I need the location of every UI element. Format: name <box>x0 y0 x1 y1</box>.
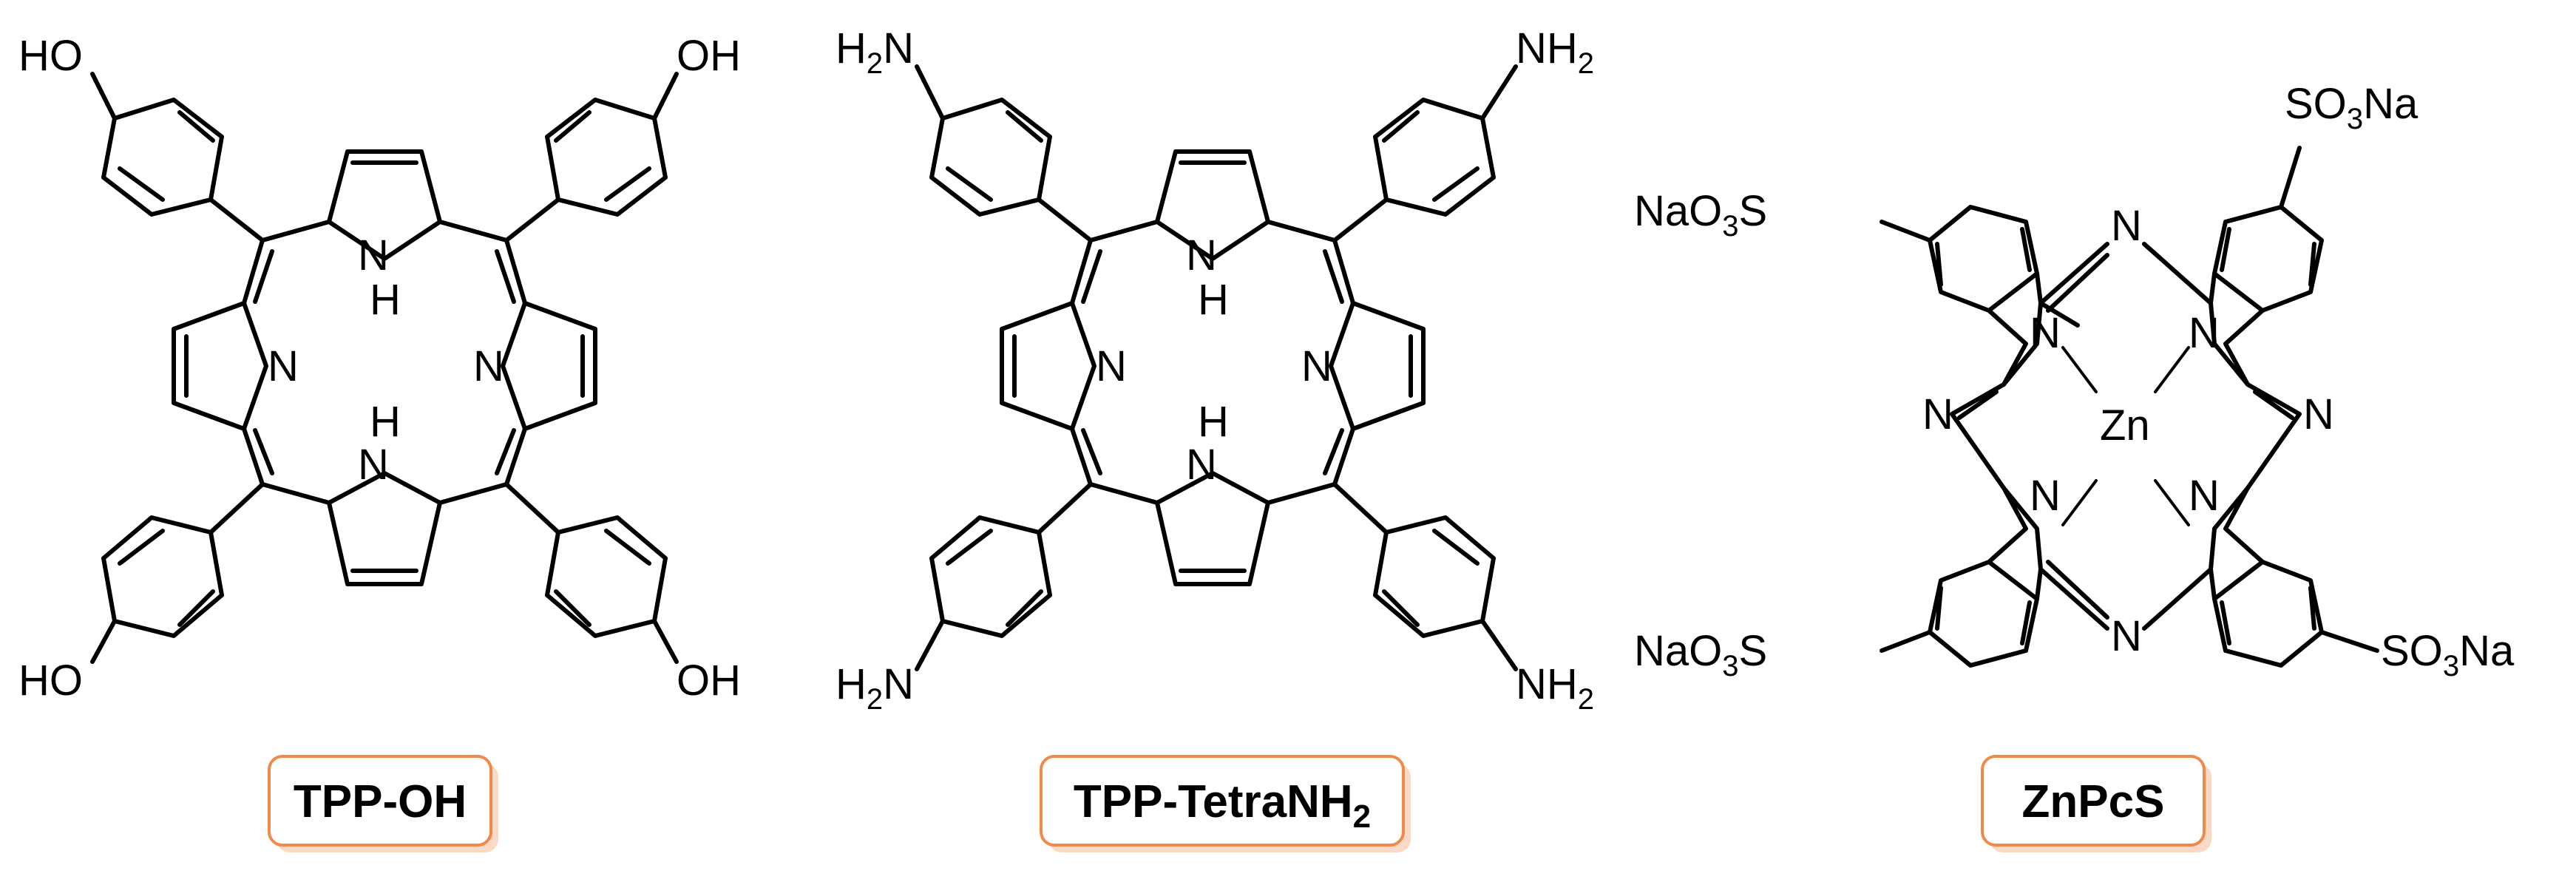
tpp-oh-nh-bottom-n: N <box>358 441 389 489</box>
tpp-oh-nh-bottom-h: H <box>370 398 401 446</box>
znpcs-so3na-bottom-right: SO3Na <box>2381 627 2515 682</box>
znpcs-aza-left: N <box>1922 390 1953 438</box>
tpp-nh2-nh2-bottom-right: NH2 <box>1516 660 1594 716</box>
tpp-oh-nh-top-n: N <box>358 231 389 279</box>
znpcs-aza-right: N <box>2303 390 2334 438</box>
znpcs-naso3-top-left: NaO3S <box>1634 187 1767 243</box>
label-tpp-tetranh2: TPP-TetraNH2 <box>1040 755 1411 852</box>
tpp-nh2-h2n-bottom-left: H2N <box>835 660 914 716</box>
tpp-oh-structure: HO OH HO OH N H H N N N <box>18 32 741 705</box>
label-znpcs-text: ZnPcS <box>2022 776 2165 827</box>
tpp-oh-ho-top-left: HO <box>18 32 83 80</box>
tpp-oh-ho-bottom-left: HO <box>18 657 83 705</box>
label-znpcs: ZnPcS <box>1981 755 2211 852</box>
znpcs-structure: Zn N N N N N N N N NaO3S SO3Na NaO3S SO3… <box>1634 80 2515 682</box>
tpp-nh2-nh-bottom-h: H <box>1198 398 1229 446</box>
znpcs-aza-top: N <box>2111 202 2142 250</box>
tpp-nh2-nh-bottom-n: N <box>1186 441 1217 489</box>
tpp-oh-n-right: N <box>473 342 504 390</box>
znpcs-zn: Zn <box>2100 401 2150 450</box>
label-tpp-tetranh2-text: TPP-TetraNH2 <box>1074 776 1371 835</box>
znpcs-aza-bottom: N <box>2111 612 2142 660</box>
znpcs-naso3-bottom-left: NaO3S <box>1634 627 1767 682</box>
tpp-nh2-nh-top-n: N <box>1186 231 1217 279</box>
tpp-nh2-n-left: N <box>1096 342 1127 390</box>
znpcs-n-bl: N <box>2030 472 2061 520</box>
tpp-tetranh2-structure: H2N NH2 H2N NH2 N H H N N N <box>835 24 1594 716</box>
tpp-nh2-h2n-top-left: H2N <box>835 24 914 80</box>
znpcs-n-tr: N <box>2189 309 2220 357</box>
tpp-nh2-nh-top-h: H <box>1198 276 1229 324</box>
znpcs-n-br: N <box>2189 472 2220 520</box>
label-tpp-oh-text: TPP-OH <box>294 776 467 827</box>
tpp-nh2-nh2-top-right: NH2 <box>1516 24 1594 80</box>
label-tpp-oh: TPP-OH <box>268 755 498 852</box>
tpp-oh-oh-top-right: OH <box>677 32 741 80</box>
znpcs-so3na-top-right: SO3Na <box>2285 80 2419 135</box>
znpcs-n-tl: N <box>2030 309 2061 357</box>
tpp-oh-oh-bottom-right: OH <box>677 657 741 705</box>
tpp-nh2-n-right: N <box>1301 342 1332 390</box>
tpp-oh-nh-top-h: H <box>370 276 401 324</box>
tpp-oh-n-left: N <box>268 342 299 390</box>
